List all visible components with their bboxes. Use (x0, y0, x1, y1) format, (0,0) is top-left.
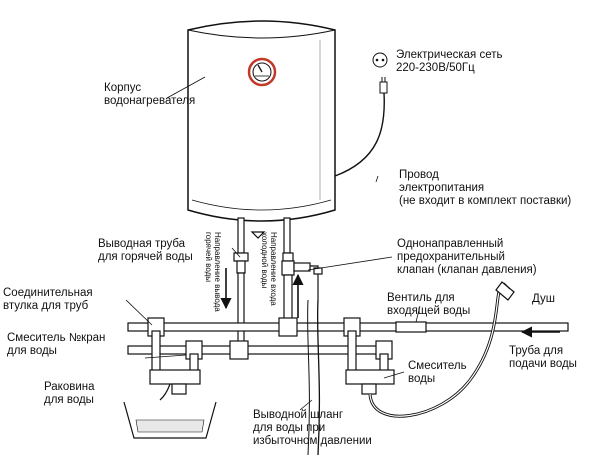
leader-lines (125, 76, 421, 411)
label-line: Раковина (44, 381, 95, 393)
power-cable (334, 92, 385, 177)
label-line: Соединительная (3, 287, 93, 299)
label-line: для горячей воды (98, 251, 193, 263)
label-line: Выводной шланг (253, 409, 344, 421)
label-supply-pipe: Труба для подачи воды (509, 345, 577, 371)
label-line: Однонаправленный (397, 238, 504, 250)
label-line: для воды при (253, 422, 326, 434)
label-line: Направление вывода (213, 232, 222, 312)
check-valve-assembly (281, 252, 323, 331)
label-hot-direction: Направление вывода горячей воды (204, 232, 222, 312)
label-line: входящей воды (387, 305, 471, 317)
drain-hose-2 (307, 299, 310, 456)
label-line: Электрическая сеть (396, 49, 503, 61)
label-coupling: Соединительная втулка для труб (3, 287, 93, 313)
sink-basin (123, 401, 217, 439)
hot-outlet-fitting (233, 252, 249, 349)
label-sink: Раковина для воды (44, 381, 95, 407)
label-mains: Электрическая сеть 220-230В/50Гц (396, 49, 503, 75)
label-line: (не входит в комплект поставки) (399, 195, 572, 207)
label-line: Труба для (509, 345, 564, 357)
label-line: втулка для труб (3, 300, 89, 312)
right-mixer (345, 330, 395, 395)
label-line: избыточном давлении (253, 435, 372, 447)
label-heater-body: Корпус водонагревателя (104, 82, 195, 108)
label-line: для воды (7, 345, 57, 357)
label-line: горячей воды (204, 232, 213, 283)
label-line: Провод (399, 169, 439, 181)
label-line: воды (408, 373, 436, 385)
label-drain-hose: Выводной шланг для воды при избыточном д… (253, 409, 372, 448)
label-check-valve: Однонаправленный предохранительный клапа… (397, 238, 537, 277)
label-line: Смеситель №кран (7, 332, 106, 344)
label-line: Выводная труба (98, 238, 186, 250)
label-line: для воды (44, 394, 94, 406)
left-faucet (149, 330, 201, 401)
label-line: 220-230В/50Гц (396, 62, 475, 74)
label-left-faucet: Смеситель №кран для воды (7, 332, 105, 358)
label-line: Корпус (104, 82, 142, 94)
heater-tank (187, 20, 336, 222)
label-hot-outlet: Выводная труба для горячей воды (98, 238, 193, 264)
label-line: подачи воды (509, 358, 577, 370)
label-right-mixer: Смеситель воды (408, 360, 467, 386)
power-plug-icon (372, 52, 388, 94)
label-line: предохранительный (397, 251, 505, 263)
thermometer-gauge-icon (247, 57, 277, 87)
shower-head-icon (495, 281, 515, 301)
label-inlet-valve: Вентиль для входящей воды (387, 292, 470, 318)
label-shower: Душ (532, 293, 555, 306)
label-line: клапан (клапан давления) (397, 264, 537, 276)
label-cold-direction: Направление входа холодной воды (260, 232, 278, 306)
label-line: Душ (532, 293, 556, 305)
shower-hose-inner (369, 287, 501, 417)
label-line: холодной воды (260, 232, 269, 289)
label-line: Вентиль для (387, 292, 455, 304)
drain-hose (316, 299, 321, 456)
label-line: Направление входа (269, 232, 278, 306)
label-power-cable: Провод электропитания (не входит в компл… (399, 169, 571, 208)
label-line: электропитания (399, 182, 485, 194)
label-line: водонагревателя (104, 95, 196, 107)
label-line: Смеситель (408, 360, 467, 372)
